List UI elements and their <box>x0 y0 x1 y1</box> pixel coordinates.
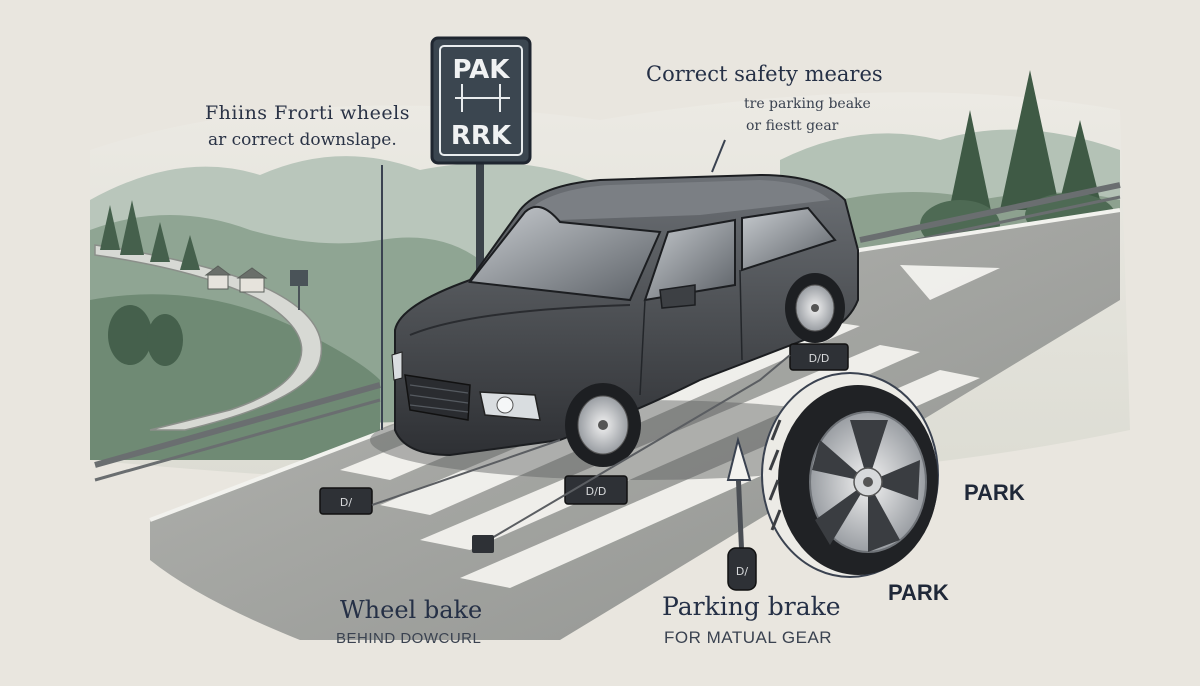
chock-mark-left: D/ <box>340 496 352 509</box>
caption-bottom-center-title: Parking brake <box>662 592 841 621</box>
parking-lever-illustration: D/ <box>726 436 757 591</box>
tire-illustration <box>761 372 939 578</box>
chock-mark-rear: D/D <box>809 352 830 365</box>
sign-text-top: PAK <box>453 55 511 85</box>
caption-bottom-left-title: Wheel bake <box>340 596 483 624</box>
note-top-right-line1: tre parking beake <box>744 96 871 112</box>
caption-bottom-center-subtitle: FOR MATUAL GEAR <box>664 628 833 647</box>
rear-wheel <box>785 273 845 343</box>
lever-mark: D/ <box>736 565 748 578</box>
front-wheel <box>565 383 641 467</box>
chock-mark-mid: D/D <box>586 485 607 498</box>
park-sign-icon: PAK RRK <box>430 36 532 330</box>
note-top-right-title: Correct safety meares <box>646 62 883 86</box>
note-top-left-line2: ar correct downslape. <box>208 130 397 150</box>
antenna <box>711 139 726 173</box>
note-top-right-line2: or fiestt gear <box>746 118 839 134</box>
sign-text-bottom: RRK <box>451 121 512 151</box>
caption-bottom-left-subtitle: BEHIND DOWCURL <box>336 630 482 647</box>
note-top-left-line1: Fhiins Frorti wheels <box>205 102 410 124</box>
park-label-right: PARK <box>964 480 1025 505</box>
wheel-chock-icon: D/ D/D D/D <box>319 343 849 553</box>
park-label-bottom: PARK <box>888 580 949 605</box>
